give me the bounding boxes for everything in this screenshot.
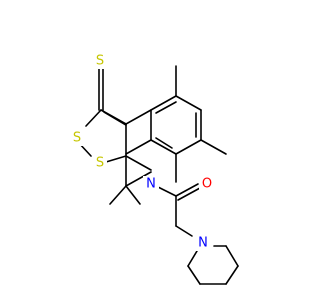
atom-label-S: S — [96, 54, 104, 69]
atom-N-ring: N — [143, 176, 159, 192]
bond-double — [175, 183, 199, 197]
atom-N-piperidine: N — [195, 235, 211, 251]
bond — [175, 225, 193, 237]
bond — [175, 139, 202, 155]
atom-label-S: S — [96, 156, 104, 171]
bond — [225, 265, 239, 285]
bond — [105, 155, 127, 163]
bond-double — [177, 187, 201, 201]
atom-label-S: S — [73, 131, 81, 146]
bond — [125, 109, 152, 125]
bond-double-inner — [155, 137, 173, 149]
bond — [125, 139, 152, 155]
atom-S-ring1: S — [70, 130, 84, 146]
bond-double — [103, 111, 127, 126]
atom-S-ring2: S — [93, 155, 107, 171]
structure-svg: S S S N O N — [70, 53, 239, 285]
atom-label-N: N — [198, 236, 208, 251]
bond — [157, 186, 177, 197]
bond — [109, 185, 127, 205]
bonds — [77, 65, 239, 285]
bond — [125, 155, 152, 171]
bond-methyl — [200, 139, 227, 155]
atom-label-O: O — [202, 177, 212, 192]
bond — [85, 109, 102, 127]
bond — [125, 185, 141, 205]
atom-labels: S S S N O N — [70, 53, 215, 251]
bond-double-inner — [155, 101, 177, 114]
bond — [150, 95, 177, 111]
bond — [175, 95, 202, 111]
bond — [225, 245, 239, 267]
molecule-diagram: S S S N O N — [70, 53, 239, 285]
atom-O-carbonyl: O — [199, 176, 215, 192]
bond — [150, 139, 177, 155]
bond — [187, 265, 201, 285]
atom-S-thione: S — [94, 53, 106, 69]
bond — [125, 171, 152, 187]
atom-label-N: N — [146, 177, 156, 192]
